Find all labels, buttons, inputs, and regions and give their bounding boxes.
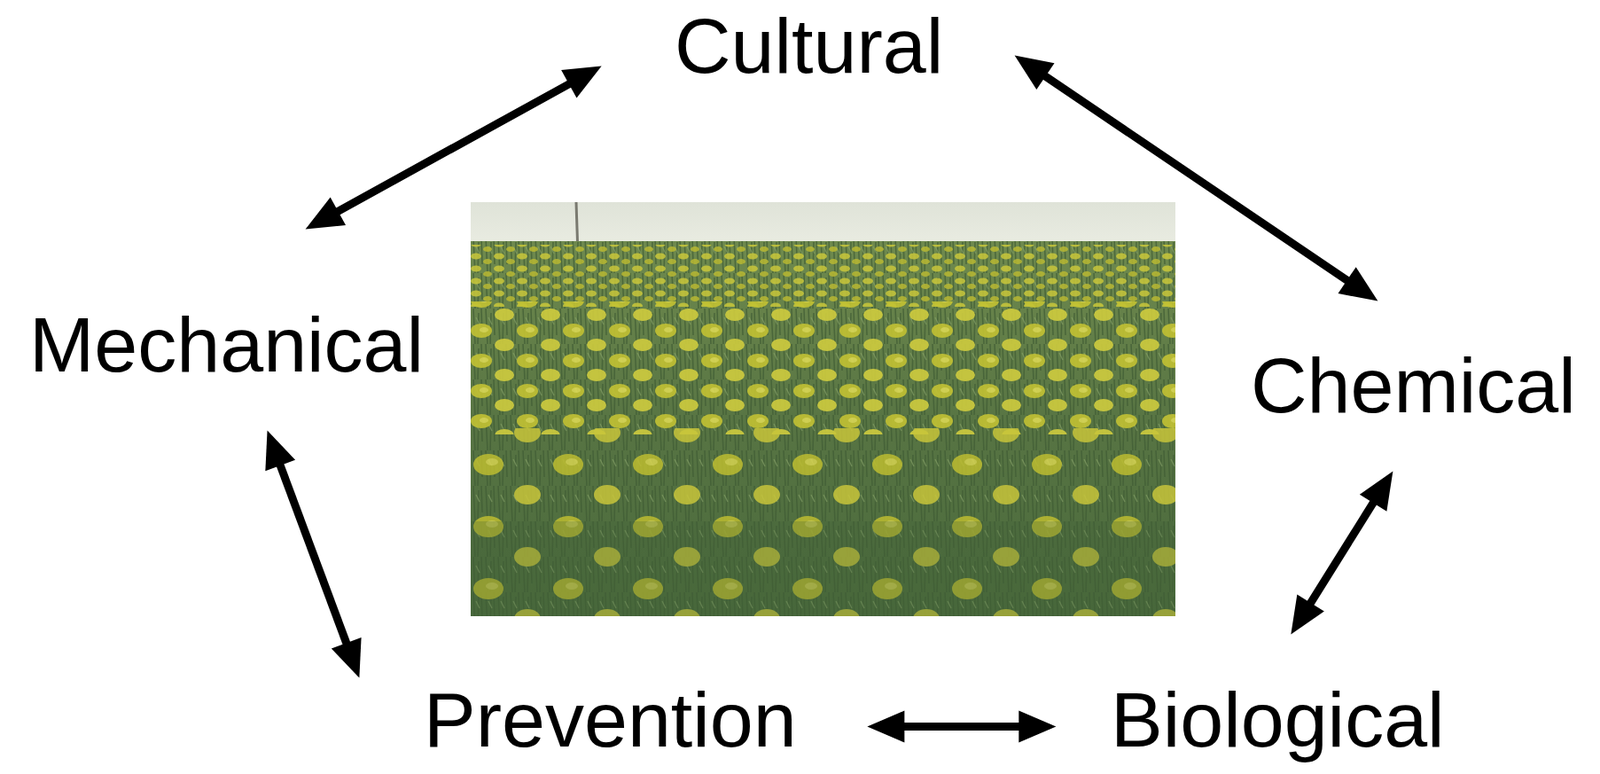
double-arrow	[305, 66, 602, 230]
double-arrow	[1014, 55, 1379, 302]
arrow-head	[1359, 471, 1394, 512]
method-label: Cultural	[674, 0, 944, 91]
double-arrow	[265, 430, 361, 679]
arrow-shaft	[900, 722, 1023, 731]
arrow-head	[1018, 710, 1056, 743]
method-text: Mechanical	[29, 299, 424, 390]
method-text: Prevention	[423, 674, 797, 765]
arrow-head	[1290, 593, 1325, 634]
weed-field-photo	[470, 202, 1176, 617]
method-text: Cultural	[674, 0, 944, 91]
arrow-shaft	[279, 461, 348, 647]
arrow-head	[1338, 266, 1379, 301]
arrow-head	[331, 637, 362, 679]
arrow-head	[1014, 55, 1055, 90]
arrow-shaft	[1308, 499, 1375, 607]
method-label: Mechanical	[29, 299, 424, 390]
arrow-shaft	[335, 82, 573, 214]
arrow-shaft	[1042, 74, 1351, 283]
double-arrow	[866, 710, 1056, 743]
arrow-head	[866, 710, 905, 743]
arrow-head	[305, 197, 346, 230]
arrow-head	[265, 430, 296, 472]
method-label: Chemical	[1250, 340, 1577, 430]
method-label: Prevention	[423, 674, 797, 765]
method-label: Biological	[1110, 674, 1445, 765]
method-text: Chemical	[1250, 340, 1577, 430]
arrow-head	[561, 66, 601, 99]
method-text: Biological	[1110, 674, 1445, 765]
double-arrow	[1290, 471, 1393, 635]
